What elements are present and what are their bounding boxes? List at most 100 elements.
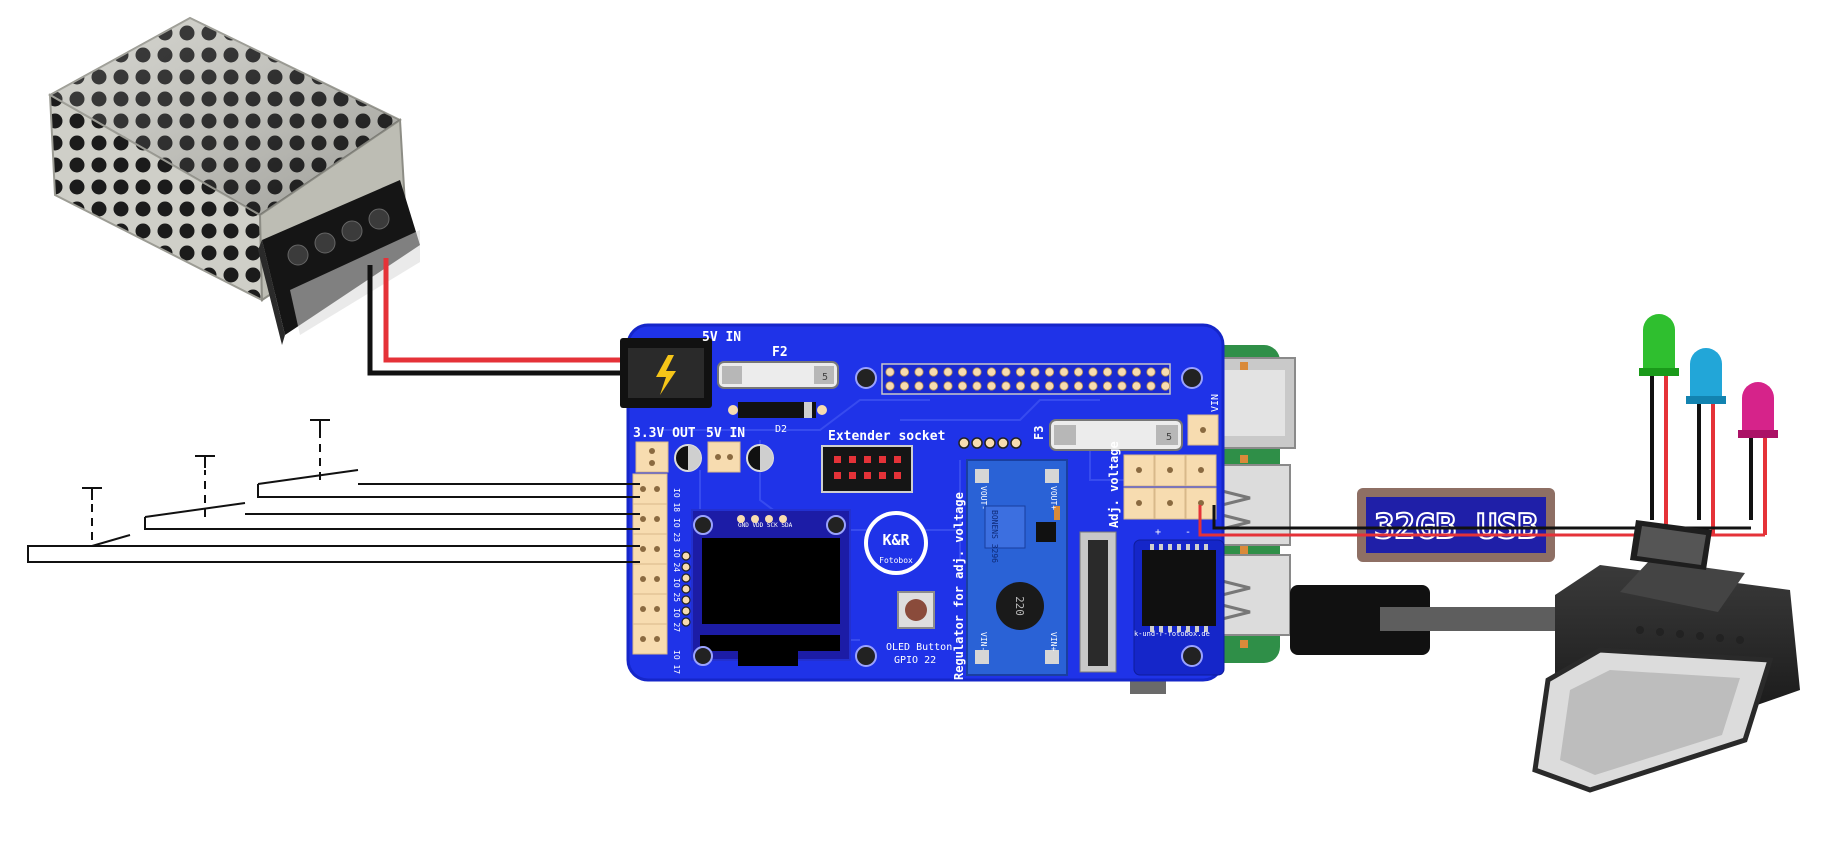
svg-text:Fotobox: Fotobox	[879, 556, 913, 565]
label-vout-minus: VOUT-	[979, 486, 988, 510]
push-buttons	[27, 419, 359, 555]
extender-pin	[864, 472, 871, 479]
fuse-f3: 5	[1049, 419, 1183, 451]
gpio-pin	[972, 367, 982, 377]
input-header-pad	[632, 533, 668, 565]
gpio-pin	[928, 367, 939, 377]
gpio-pin-label: IO 17	[672, 650, 681, 674]
input-header-pad	[632, 593, 668, 625]
label-fuse-f2: F2	[772, 345, 788, 360]
gpio-pin	[914, 381, 924, 391]
svg-text:BONENS 3296: BONENS 3296	[990, 510, 999, 563]
gpio-pin	[1044, 367, 1055, 377]
gpio-pin	[1044, 381, 1055, 391]
gpio-pin	[1131, 367, 1142, 377]
psu-output-wires	[367, 258, 620, 376]
input-header-pad	[632, 563, 668, 595]
gpio-pin	[957, 381, 968, 391]
label-extender-socket: Extender socket	[828, 429, 945, 444]
svg-text:5: 5	[1166, 432, 1172, 443]
input-header-pad	[632, 623, 668, 655]
printer-usb-cable	[1290, 585, 1585, 655]
small-header-pin	[997, 437, 1009, 449]
lightning-icon	[656, 355, 676, 395]
gpio-pin	[1001, 367, 1011, 377]
psu-terminal-block	[258, 180, 420, 345]
extender-pin	[849, 456, 856, 463]
extender-pin	[879, 472, 886, 479]
gpio-pin	[1059, 381, 1069, 391]
label-vin-minus: VIN-	[979, 632, 988, 651]
kr-fotobox-logo: K&R Fotobox	[864, 511, 928, 575]
gpio-pin	[943, 367, 953, 377]
gpio-pin	[928, 381, 939, 391]
led-green	[1639, 314, 1679, 535]
extender-pin	[894, 456, 901, 463]
regulator-module: BONENS 3296 220	[966, 459, 1068, 676]
gpio-pin-label: IO 25	[672, 578, 681, 602]
label-adj-voltage: Adj. voltage	[1107, 441, 1121, 528]
led-wires	[1198, 505, 1765, 537]
gpio-pin-label: IO 24	[672, 548, 681, 572]
label-website: k-und-r-fotobox.de	[1134, 630, 1210, 638]
small-header-pin	[1010, 437, 1022, 449]
gpio-header	[881, 363, 1171, 395]
gpio-pin	[885, 381, 895, 391]
gpio-pin	[1160, 381, 1171, 391]
gpio-pin	[1001, 381, 1011, 391]
extender-pin	[849, 472, 856, 479]
label-fuse-f3: F3	[1032, 426, 1046, 440]
adj-voltage-header	[1123, 454, 1217, 520]
power-supply-unit	[47, 16, 420, 345]
extender-socket	[821, 445, 913, 493]
ribbon-connector	[1079, 531, 1117, 673]
gpio-pin-label: IO 18	[672, 488, 681, 512]
oled-display: GND VDD SCK SDA	[691, 509, 851, 666]
gpio-pin-label: IO 27	[672, 608, 681, 632]
gpio-pin	[914, 367, 924, 377]
label-vin-plus: VIN+	[1049, 632, 1058, 651]
label-diode-d2: D2	[775, 424, 787, 435]
gpio-pin	[899, 367, 910, 377]
gpio-pin	[1160, 367, 1171, 377]
small-header-pin	[958, 437, 970, 449]
label-5v-in-top: 5V IN	[702, 330, 741, 345]
extender-pin	[834, 456, 841, 463]
gpio-pin	[1102, 381, 1113, 391]
photo-printer	[1532, 520, 1800, 793]
gpio-pin	[1015, 381, 1026, 391]
oled-push-button	[897, 591, 935, 629]
gpio-pin	[943, 381, 953, 391]
vin-header	[1187, 414, 1219, 446]
gpio-pin	[986, 367, 997, 377]
label-vin: VIN	[1210, 394, 1221, 412]
rtc-module	[1133, 539, 1225, 676]
gpio-pin	[1102, 367, 1113, 377]
small-pin-header	[958, 437, 1022, 449]
gpio-pin	[986, 381, 997, 391]
label-oled-button: OLED Button	[886, 642, 952, 653]
label-gpio22: GPIO 22	[894, 655, 936, 666]
gpio-pin	[1088, 381, 1098, 391]
extender-pin	[834, 472, 841, 479]
push-button-2	[144, 455, 246, 518]
button-wires	[27, 483, 640, 563]
extender-pin	[864, 456, 871, 463]
extender-pin	[879, 456, 886, 463]
gpio-pin-label: IO 23	[672, 518, 681, 542]
gpio-pin	[1015, 367, 1026, 377]
gpio-pin	[957, 367, 968, 377]
gpio-pin	[1073, 367, 1084, 377]
gpio-pin	[1117, 367, 1127, 377]
capacitor-1	[674, 444, 702, 472]
svg-text:-: -	[1185, 527, 1191, 538]
diode-d2	[728, 402, 827, 418]
label-3v3-out: 3.3V OUT	[633, 426, 696, 441]
svg-text:+: +	[1155, 527, 1161, 538]
dc-barrel-jack	[620, 338, 712, 408]
hat-board: 5V IN F2 5 D2 Extender socket 3.3V OUT 5…	[620, 323, 1225, 682]
gpio-pin	[1073, 381, 1084, 391]
extender-pin	[894, 472, 901, 479]
fuse-f2: 5	[717, 361, 839, 389]
